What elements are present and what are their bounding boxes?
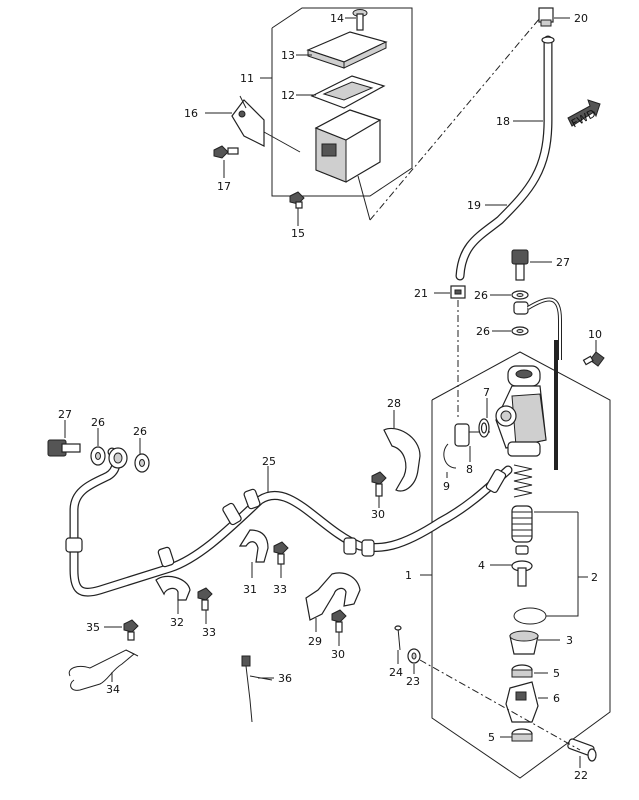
label-6: 6: [553, 692, 560, 705]
label-28: 28: [387, 397, 401, 410]
push-rod-clevis: [505, 681, 548, 723]
label-12: 12: [281, 89, 295, 102]
label-14: 14: [330, 12, 344, 25]
label-22: 22: [574, 769, 588, 782]
bracket-bolt: [213, 145, 239, 178]
clamp-bolt-33-upper: [273, 541, 289, 578]
label-25: 25: [262, 455, 276, 468]
washer-left-2: [134, 438, 150, 473]
reservoir-body: [260, 77, 382, 183]
master-cylinder-bolt: [582, 340, 605, 367]
label-13: 13: [281, 49, 295, 62]
label-3: 3: [566, 634, 573, 647]
washer-left-1: [90, 428, 106, 466]
label-32: 32: [170, 616, 184, 629]
banjo-bolt-upper: [511, 249, 552, 281]
label-fwd: FWD: [569, 107, 598, 131]
reservoir-group-box: [271, 7, 413, 221]
label-26-left-1: 26: [91, 416, 105, 429]
hose-clamp-32: [155, 575, 191, 614]
hose-clip: [434, 285, 466, 420]
label-5-lower: 5: [488, 731, 495, 744]
spring-piston-stack: [511, 464, 578, 543]
reservoir-hose: [455, 35, 555, 281]
inlet-o-ring: [478, 398, 490, 438]
label-8: 8: [466, 463, 473, 476]
label-33-lower: 33: [202, 626, 216, 639]
label-30-upper: 30: [371, 508, 385, 521]
clevis-pin: [567, 738, 597, 768]
label-29: 29: [308, 635, 322, 648]
label-20: 20: [574, 12, 588, 25]
washer-upper-1: [490, 290, 529, 300]
banjo-bolt-left: [47, 420, 81, 457]
label-2: 2: [591, 571, 598, 584]
label-27-upper: 27: [556, 256, 570, 269]
label-11: 11: [240, 72, 254, 85]
master-cylinder-box: [420, 351, 611, 779]
main-hose: [65, 447, 513, 597]
label-18: 18: [496, 115, 510, 128]
reservoir-cap-screw: [345, 9, 368, 31]
reservoir-cap: [296, 31, 388, 69]
hose-guide: [383, 410, 421, 492]
lock-nut-upper: [511, 664, 548, 678]
reservoir-mount-bolt: [289, 191, 305, 226]
label-36: 36: [278, 672, 292, 685]
clamp-bolt-33-lower: [197, 587, 213, 624]
label-26-upper-1: 26: [474, 289, 488, 302]
wire-clamp: [68, 649, 139, 691]
label-21: 21: [414, 287, 428, 300]
label-17: 17: [217, 180, 231, 193]
label-4: 4: [478, 559, 485, 572]
label-27-left: 27: [58, 408, 72, 421]
label-30-lower: 30: [331, 648, 345, 661]
label-33-upper: 33: [273, 583, 287, 596]
master-cylinder-body: [495, 365, 547, 457]
pin-washer: [407, 648, 421, 674]
banjo-fitting-upper: [513, 297, 562, 470]
label-7: 7: [483, 386, 490, 399]
reservoir-diaphragm-plate: [296, 75, 386, 109]
label-9: 9: [443, 480, 450, 493]
label-1: 1: [405, 569, 412, 582]
label-5-upper: 5: [553, 667, 560, 680]
group-2-bracket: [566, 512, 588, 617]
reservoir-bracket: [205, 95, 301, 153]
piston-cup: [490, 545, 533, 587]
label-34: 34: [106, 683, 120, 696]
clamp-bolt-35: [104, 619, 139, 641]
label-35: 35: [86, 621, 100, 634]
hose-clamp-31: [238, 529, 269, 578]
lock-nut-lower: [500, 728, 533, 742]
label-23: 23: [406, 675, 420, 688]
bracket-bolt-30: [331, 609, 347, 646]
label-26-upper-2: 26: [476, 325, 490, 338]
banjo-fitting-left: [108, 447, 128, 469]
label-26-left-2: 26: [133, 425, 147, 438]
label-19: 19: [467, 199, 481, 212]
hose-bracket-29: [305, 572, 361, 632]
cotter-pin: [394, 625, 402, 664]
guide-bolt: [371, 471, 387, 508]
label-31: 31: [243, 583, 257, 596]
label-24: 24: [389, 666, 403, 679]
dust-boot: [509, 630, 560, 655]
label-10: 10: [588, 328, 602, 341]
label-15: 15: [291, 227, 305, 240]
callout-labels: 14 13 11 12 16 17 15 20 18 19 27 21 26 2…: [58, 12, 602, 782]
forward-arrow-icon: [567, 99, 601, 127]
cable-tie: [241, 655, 274, 723]
inlet-circlip: [443, 443, 457, 478]
hose-clamp-top: [538, 7, 570, 27]
label-16: 16: [184, 107, 198, 120]
washer-upper-2: [492, 326, 529, 336]
